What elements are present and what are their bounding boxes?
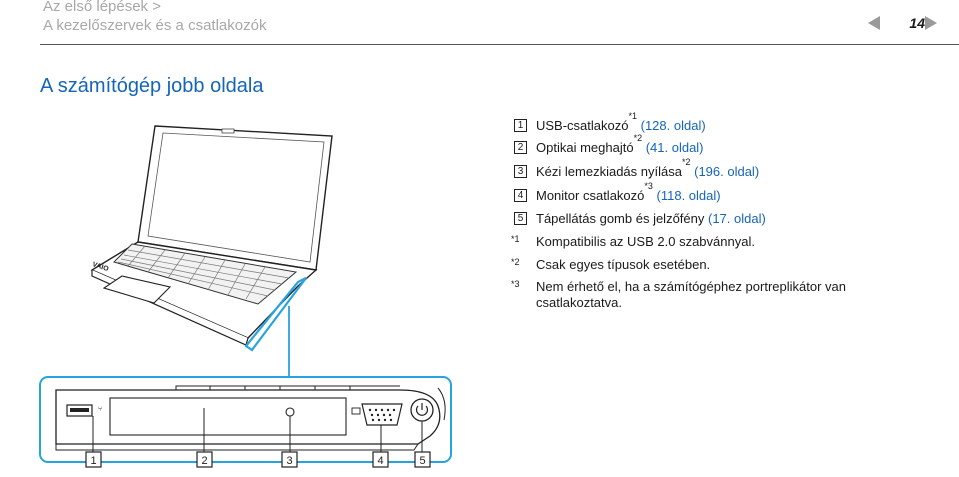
next-page-arrow-icon[interactable] <box>925 16 937 30</box>
footnote-text: Csak egyes típusok esetében. <box>536 257 711 272</box>
callout-number: 5 <box>419 455 425 467</box>
manual-eject-hole <box>285 407 295 417</box>
right-side-highlight <box>244 277 307 352</box>
webcam-icon <box>221 128 235 134</box>
usb-icon: ⑂ <box>98 406 102 413</box>
item-label: Monitor csatlakozó <box>536 188 645 203</box>
breadcrumb-first-steps[interactable]: Az első lépések > <box>43 0 161 15</box>
power-icon <box>415 405 429 416</box>
monitor-port <box>361 403 403 426</box>
footnote-text: Kompatibilis az USB 2.0 szabvánnyal. <box>536 234 755 249</box>
callout-box <box>281 451 298 468</box>
item-label: Kézi lemezkiadás nyílása <box>536 164 682 179</box>
callout-box <box>196 451 213 468</box>
page-link[interactable]: (118. oldal) <box>656 188 721 203</box>
item-label: Tápellátás gomb és jelzőfény <box>536 211 705 226</box>
page-link[interactable]: (128. oldal) <box>640 118 706 133</box>
page-number: 14 <box>909 15 925 31</box>
item-number-box: 1 <box>514 119 527 132</box>
footnote-ref: *3 <box>644 181 653 191</box>
footnote-ref: *2 <box>633 133 643 143</box>
item-label: USB-csatlakozó <box>536 118 629 133</box>
footnote-text: Nem érhető el, ha a számítógéphez portre… <box>536 279 847 294</box>
page-link[interactable]: (196. oldal) <box>694 164 760 179</box>
item-number-box: 4 <box>514 189 527 202</box>
header-breadcrumb: Az első lépések > A kezelőszervek és a c… <box>43 0 266 35</box>
footnote-mark: *2 <box>511 257 520 267</box>
callout-number: 1 <box>90 455 96 467</box>
touchpad <box>102 275 172 304</box>
item-number-box: 5 <box>514 212 527 225</box>
vaio-logo: VAIO <box>91 261 109 273</box>
footnote-text: csatlakoztatva. <box>536 295 622 310</box>
callout-box <box>85 451 102 468</box>
monitor-port-icon <box>351 407 361 415</box>
page-title: A számítógép jobb oldala <box>40 75 264 97</box>
footnote-mark: *1 <box>511 234 520 244</box>
laptop-screen <box>147 132 325 263</box>
optical-drive <box>109 397 347 436</box>
callout-number: 2 <box>201 455 207 467</box>
previous-page-arrow-icon[interactable] <box>868 16 880 30</box>
page-link[interactable]: (17. oldal) <box>708 211 766 226</box>
item-number-box: 2 <box>514 141 527 154</box>
footnote-mark: *3 <box>511 279 520 289</box>
footnote-ref: *1 <box>628 111 637 121</box>
breadcrumb-controls[interactable]: A kezelőszervek és a csatlakozók <box>43 17 267 34</box>
header-divider <box>40 44 959 45</box>
page-link[interactable]: (41. oldal) <box>645 140 704 155</box>
item-number-box: 3 <box>514 165 527 178</box>
item-label: Optikai meghajtó <box>536 140 634 155</box>
callout-box <box>372 451 389 468</box>
callout-box <box>414 451 431 468</box>
keyboard <box>113 243 298 305</box>
footnote-ref: *2 <box>681 157 691 167</box>
callout-number: 4 <box>377 455 383 467</box>
callout-number: 3 <box>286 455 292 467</box>
